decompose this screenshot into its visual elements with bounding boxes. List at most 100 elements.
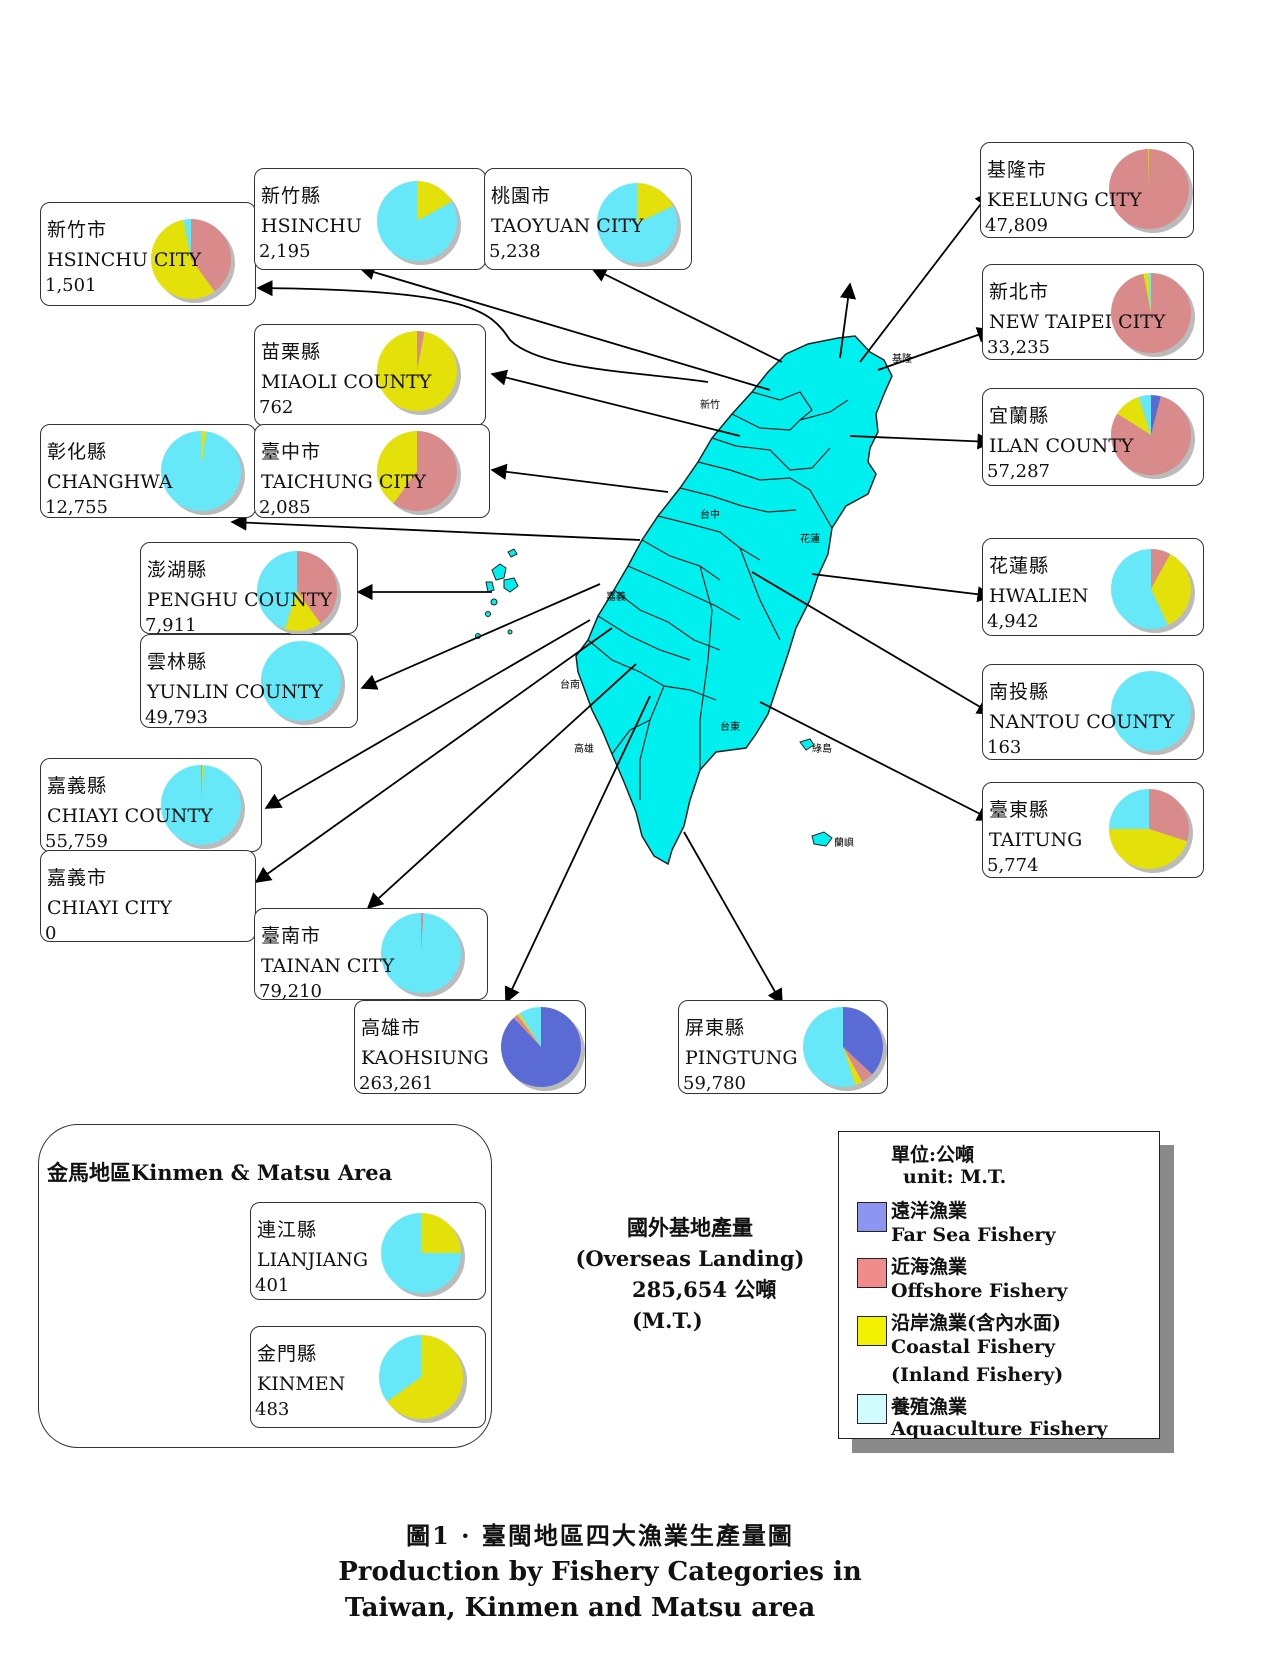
pie-slice-aquaculture <box>803 1007 856 1087</box>
miaoli-county-pie-chart <box>377 331 461 415</box>
hsinchu-name-en: HSINCHU <box>261 215 362 237</box>
taichung-city-value: 2,085 <box>259 497 311 518</box>
figure-caption: 圖1 · 臺閩地區四大漁業生產量圖 Production by Fishery … <box>0 1516 1200 1623</box>
pie-slice-offshore <box>513 1014 541 1047</box>
chiayi-county-name-en: CHIAYI COUNTY <box>47 805 213 827</box>
yunlin-county-name-zh: 雲林縣 <box>147 651 208 673</box>
legend-coastal-en: Coastal Fishery <box>891 1336 1056 1358</box>
pie-slice-coastal <box>301 641 303 681</box>
map-label-xinzhu: 新竹 <box>700 398 720 411</box>
pie-slice-offshore <box>297 551 337 624</box>
pie-slice-coastal <box>151 219 215 299</box>
kinmen-pie-chart <box>379 1335 467 1423</box>
caption-line3: Taiwan, Kinmen and Matsu area <box>344 1593 816 1623</box>
map-place-labels: 基隆 新竹 台中 花蓮 嘉義 台南 台東 高雄 綠島 蘭嶼 <box>560 352 912 849</box>
changhwa-name-en: CHANGHWA <box>47 471 173 493</box>
pie-slice-offshore <box>1149 789 1189 842</box>
lianjiang-name-en: LIANJIANG <box>257 1249 369 1271</box>
pie-slice-coastal <box>843 1047 863 1086</box>
penghu-county-name-en: PENGHU COUNTY <box>147 589 333 611</box>
map-label-taizhong: 台中 <box>700 508 720 521</box>
pie-slice-aquaculture <box>261 641 341 721</box>
pie-slice-aquaculture <box>1109 789 1149 829</box>
pie-slice-aquaculture <box>381 913 461 993</box>
taoyuan-city-value: 5,238 <box>489 241 541 262</box>
changhwa-value: 12,755 <box>45 497 108 518</box>
legend-inland-en: (Inland Fishery) <box>891 1364 1064 1386</box>
pie-slice-aquaculture <box>377 181 457 261</box>
map-label-tainan: 台南 <box>560 678 580 691</box>
pie-slice-aquaculture <box>257 551 297 630</box>
yunlin-county-pie-chart <box>261 641 345 725</box>
overseas-landing: 國外基地產量 (Overseas Landing) 285,654 公噸(M.T… <box>560 1212 820 1336</box>
taitung-value: 5,774 <box>987 855 1039 876</box>
changhwa-pie-chart <box>161 431 245 515</box>
tainan-city-name-en: TAINAN CITY <box>261 955 395 977</box>
hsinchu-city-name-zh: 新竹市 <box>47 219 108 241</box>
penghu-county-value: 7,911 <box>145 615 197 636</box>
hsinchu-name-zh: 新竹縣 <box>261 185 322 207</box>
pie-slice-offshore <box>1111 396 1191 475</box>
chiayi-city-value: 0 <box>45 923 57 944</box>
pie-slice-offshore <box>191 219 231 292</box>
tainan-city-name-zh: 臺南市 <box>261 925 322 947</box>
pie-slice-aquaculture <box>519 1007 541 1047</box>
pingtung-value: 59,780 <box>683 1073 746 1094</box>
taoyuan-city-pie-chart <box>597 183 681 267</box>
caption-line2: Production by Fishery Categories in <box>338 1557 862 1587</box>
legend-swatch-aquaculture <box>857 1394 887 1424</box>
legend-offshore-en: Offshore Fishery <box>891 1280 1068 1302</box>
hsinchu-pie-chart <box>377 181 461 265</box>
legend-far-sea-en: Far Sea Fishery <box>891 1224 1056 1246</box>
overseas-line3: 285,654 公噸(M.T.) <box>632 1277 777 1333</box>
pingtung-pie-chart <box>803 1007 887 1091</box>
hsinchu-city-name-en: HSINCHU CITY <box>47 249 202 271</box>
new-taipei-city-name-zh: 新北市 <box>989 281 1050 303</box>
map-label-lanyu: 蘭嶼 <box>834 836 854 849</box>
region-box-changhwa: 彰化縣 CHANGHWA 12,755 <box>40 424 256 518</box>
pie-slice-aquaculture <box>183 219 191 259</box>
legend-offshore-zh: 近海漁業 <box>891 1256 968 1278</box>
caption-line1: 圖1 · 臺閩地區四大漁業生產量圖 <box>406 1521 794 1550</box>
pie-slice-offshore <box>393 431 457 511</box>
taitung-name-zh: 臺東縣 <box>989 799 1050 821</box>
pie-slice-aquaculture <box>381 1213 461 1293</box>
map-label-hualian: 花蓮 <box>800 532 820 545</box>
chiayi-county-value: 55,759 <box>45 831 108 852</box>
map-label-jiayi: 嘉義 <box>606 590 626 603</box>
legend-aquaculture-en: Aquaculture Fishery <box>891 1418 1108 1440</box>
lianjiang-name-zh: 連江縣 <box>257 1219 318 1241</box>
overseas-line2: (Overseas Landing) <box>575 1246 805 1271</box>
pie-slice-far-sea <box>843 1007 883 1075</box>
keelung-city-name-en: KEELUNG CITY <box>987 189 1142 211</box>
penghu-islands <box>475 548 519 639</box>
pie-slice-coastal <box>1151 553 1191 626</box>
legend-aquaculture-zh: 養殖漁業 <box>891 1396 968 1418</box>
yunlin-county-value: 49,793 <box>145 707 208 728</box>
legend-coastal-zh: 沿岸漁業(含內水面) <box>891 1312 1061 1334</box>
map-label-taidong: 台東 <box>720 720 740 733</box>
pie-slice-aquaculture <box>161 765 241 845</box>
hsinchu-value: 2,195 <box>259 241 311 262</box>
taichung-city-name-en: TAICHUNG CITY <box>261 471 427 493</box>
hwalien-pie-chart <box>1111 549 1195 633</box>
new-taipei-city-value: 33,235 <box>987 337 1050 358</box>
pie-slice-offshore <box>843 1047 873 1083</box>
chiayi-county-name-zh: 嘉義縣 <box>47 775 108 797</box>
changhwa-name-zh: 彰化縣 <box>47 441 108 463</box>
nantou-county-pie-chart <box>1111 671 1195 755</box>
miaoli-county-name-zh: 苗栗縣 <box>261 341 322 363</box>
keelung-city-pie-chart <box>1109 149 1193 233</box>
pie-slice-coastal <box>1148 149 1149 189</box>
